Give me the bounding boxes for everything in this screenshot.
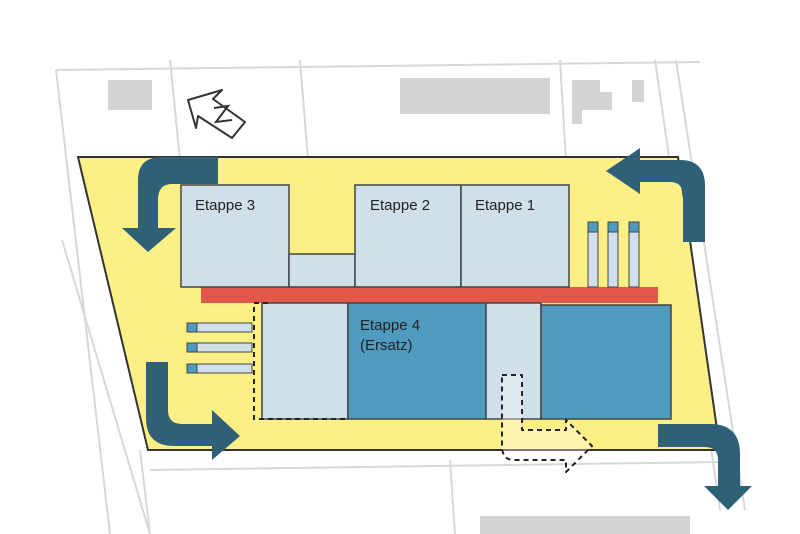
dashed-outline [253, 302, 348, 420]
etappe-1-label: Etappe 1 [475, 197, 535, 214]
etappe-2-block [354, 184, 462, 288]
curved-arrow-bottom-left-icon [146, 362, 240, 460]
curved-arrow-top-left-icon [122, 157, 218, 252]
right-dark-block [540, 304, 672, 420]
etappe-2-label: Etappe 2 [370, 197, 430, 214]
north-arrow-icon [187, 89, 246, 139]
etappe-3-block [180, 184, 290, 288]
vertical-posts [587, 221, 640, 288]
horizontal-bars [186, 322, 253, 374]
connector-block [288, 253, 356, 288]
background-map [55, 59, 746, 534]
gap-light-block [485, 302, 542, 420]
curved-arrow-top-right-icon [606, 148, 705, 242]
etappe-3-label: Etappe 3 [195, 197, 255, 214]
dashed-arrow-icon [501, 374, 593, 473]
etappe-4-label: Etappe 4 [360, 317, 420, 334]
etappe-1-block [460, 184, 570, 288]
etappe-4-note: (Ersatz) [360, 337, 413, 354]
curved-arrow-bottom-right-icon [658, 424, 752, 510]
dashed-light-block [261, 302, 349, 420]
red-bar [201, 287, 658, 303]
background-buildings [108, 78, 690, 534]
